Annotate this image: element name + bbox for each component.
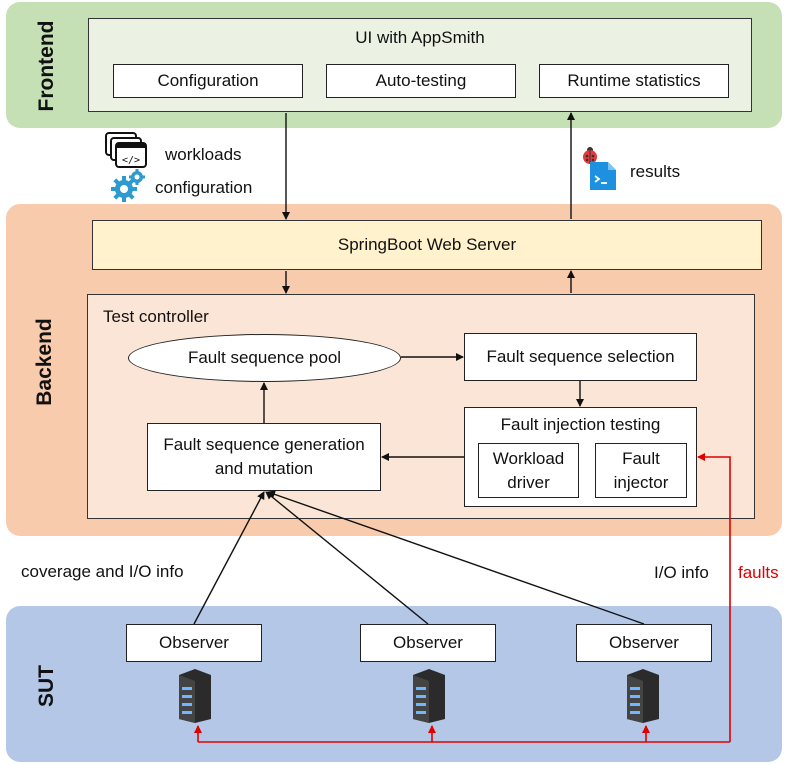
- ui-title: UI with AppSmith: [355, 28, 485, 47]
- arrow-observer3-to-generation: [267, 490, 645, 625]
- terminal-file-icon: [588, 160, 618, 192]
- coverage-io-label: coverage and I/O info: [21, 562, 184, 581]
- server-icon: [407, 667, 451, 725]
- bug-icon: [580, 145, 600, 165]
- server-icon: [621, 667, 665, 725]
- auto-testing-tab[interactable]: Auto-testing: [326, 64, 516, 98]
- fault-sequence-generation: Fault sequence generation and mutation: [147, 423, 381, 491]
- server-icon: [173, 667, 217, 725]
- springboot-web-server: SpringBoot Web Server: [92, 220, 762, 270]
- arrow-observer2-to-generation: [265, 491, 429, 625]
- workload-driver: Workload driver: [478, 443, 579, 498]
- arrow-observer1-to-generation: [193, 491, 265, 625]
- observer-1: Observer: [126, 624, 262, 662]
- faults-line: [697, 453, 731, 742]
- results-label: results: [630, 162, 681, 181]
- observer-3: Observer: [576, 624, 712, 662]
- svg-text:</>: </>: [122, 155, 140, 166]
- fault-injection-testing-title: Fault injection testing: [500, 415, 661, 434]
- configuration-input-label: configuration: [155, 178, 253, 197]
- code-window-icon: </>: [104, 131, 150, 171]
- observer-2: Observer: [360, 624, 496, 662]
- fault-sequence-pool: Fault sequence pool: [128, 334, 401, 382]
- gear-icon: [110, 169, 146, 203]
- io-info-label: I/O info: [654, 563, 709, 582]
- runtime-statistics-tab[interactable]: Runtime statistics: [539, 64, 729, 98]
- fault-sequence-selection: Fault sequence selection: [464, 333, 697, 381]
- workloads-label: workloads: [165, 145, 242, 164]
- fault-injector: Fault injector: [595, 443, 687, 498]
- test-controller-title: Test controller: [103, 307, 209, 326]
- configuration-tab[interactable]: Configuration: [113, 64, 303, 98]
- faults-label: faults: [738, 563, 779, 582]
